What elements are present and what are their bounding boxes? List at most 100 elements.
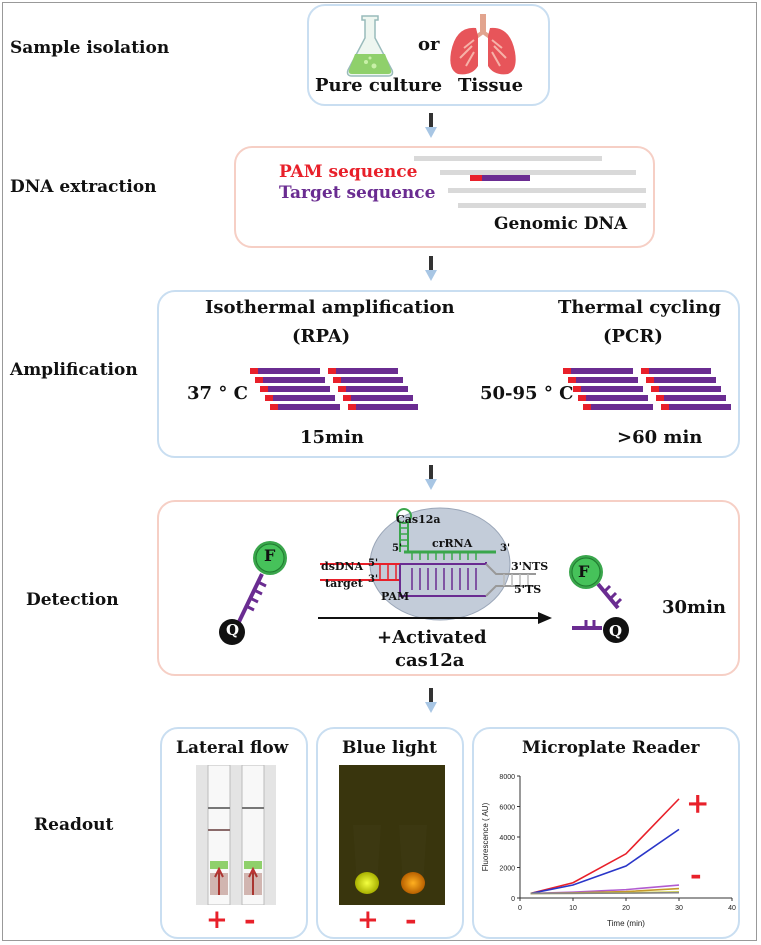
x-tick-label: 10: [569, 905, 577, 912]
dna-extraction-box: [234, 146, 655, 248]
amplicon-pam: [651, 386, 659, 392]
lateral-flow-strips: [196, 765, 276, 905]
y-tick-label: 8000: [499, 774, 515, 781]
dsdna-label: dsDNA: [321, 560, 364, 573]
pam-sequence-label: PAM sequence: [279, 162, 418, 182]
flow-arrow-3: [425, 465, 437, 490]
cas12a-label: cas12a: [395, 650, 465, 671]
rpa-amplicons: [250, 368, 418, 410]
amplicon-pam: [260, 386, 268, 392]
row-label-dna-extraction: DNA extraction: [10, 177, 157, 197]
series-line: [530, 828, 680, 895]
amplicon-pam: [583, 404, 591, 410]
detection-time: 30min: [662, 597, 727, 618]
rpa-temperature: 37 ° C: [187, 383, 248, 404]
amplicon-pam: [255, 377, 263, 383]
amplicon-pam: [265, 395, 273, 401]
row-label-amplification: Amplification: [10, 360, 138, 380]
amplicon-target: [278, 404, 340, 410]
blue-light-positive: +: [357, 905, 379, 935]
target-sequence-label: Target sequence: [279, 183, 436, 203]
amplicon-target: [576, 377, 638, 383]
blue-light-photo: [339, 765, 445, 905]
amplicon-target: [346, 386, 408, 392]
amplicon-target: [336, 368, 398, 374]
y-axis-label: Fluorescence ( AU): [481, 802, 490, 871]
series-line: [530, 891, 680, 895]
lateral-flow-positive: +: [206, 905, 228, 935]
row-label-readout: Readout: [34, 815, 114, 835]
x-axis-label: Time (min): [607, 919, 645, 928]
amplicon-pam: [656, 395, 664, 401]
amplicon-target: [664, 395, 726, 401]
amplicon-target: [591, 404, 653, 410]
amplicon-pam: [563, 368, 571, 374]
cleaved-reporter: [569, 555, 629, 643]
amplicon-pam: [568, 377, 576, 383]
tissue-label: Tissue: [458, 75, 524, 96]
genomic-dna-strands: [414, 156, 646, 208]
dsdna-3prime: 3': [368, 574, 379, 585]
amplicon-target: [341, 377, 403, 383]
amplicon-target: [258, 368, 320, 374]
crrna-3prime: 3': [500, 543, 511, 554]
cleaved-f-label: F: [578, 562, 590, 581]
lateral-flow-box: [160, 727, 308, 939]
amplicon-pam: [333, 377, 341, 383]
blue-light-negative: -: [405, 903, 417, 936]
y-tick-label: 2000: [499, 866, 515, 873]
flask-icon: [346, 15, 394, 77]
activation-arrow: [318, 612, 552, 624]
dsdna-5prime: 5': [368, 558, 379, 569]
amplicon-target: [581, 386, 643, 392]
flow-arrow-2: [425, 256, 437, 281]
amplicon-pam: [250, 368, 258, 374]
pcr-amplicons: [563, 368, 731, 410]
amplicon-pam: [343, 395, 351, 401]
amplicon-target: [659, 386, 721, 392]
amplicon-pam: [661, 404, 669, 410]
thermal-cycling-title: Thermal cycling: [558, 297, 721, 318]
x-tick-label: 40: [728, 905, 736, 912]
y-tick-label: 6000: [499, 805, 515, 812]
row-label-detection: Detection: [26, 590, 119, 610]
amplicon-pam: [328, 368, 336, 374]
amplicon-pam: [573, 386, 581, 392]
series-line: [530, 798, 680, 895]
rpa-label: (RPA): [292, 326, 351, 347]
amplicon-pam: [270, 404, 278, 410]
amplicon-pam: [578, 395, 586, 401]
pcr-label: (PCR): [603, 326, 663, 347]
amplicon-target: [571, 368, 633, 374]
pam-label: PAM: [381, 590, 410, 603]
x-tick-label: 20: [622, 905, 630, 912]
chart-negative-annotation: -: [690, 858, 702, 891]
amplicon-target: [356, 404, 418, 410]
amplicon-target: [273, 395, 335, 401]
y-tick-label: 4000: [499, 835, 515, 842]
crrna-5prime: 5': [392, 543, 403, 554]
activated-label: +Activated: [377, 627, 487, 648]
crrna-label: crRNA: [432, 537, 473, 550]
cas12a-protein-label: Cas12a: [396, 513, 441, 526]
pcr-time: >60 min: [617, 427, 703, 448]
amplicon-target: [586, 395, 648, 401]
microplate-title: Microplate Reader: [522, 738, 700, 758]
amplicon-target: [351, 395, 413, 401]
amplicon-target: [263, 377, 325, 383]
target-label: target: [325, 577, 363, 590]
lungs-icon: [450, 14, 516, 75]
fluorophore-f-label: F: [264, 546, 276, 565]
y-tick-label: 0: [511, 896, 515, 903]
genomic-dna-label: Genomic DNA: [494, 214, 628, 234]
pcr-temperature: 50-95 ° C: [480, 383, 574, 404]
quencher-q-label: Q: [226, 621, 240, 639]
rpa-time: 15min: [300, 427, 365, 448]
amplicon-target: [268, 386, 330, 392]
amplicon-pam: [338, 386, 346, 392]
flow-arrow-1: [425, 113, 437, 138]
or-label: or: [418, 34, 440, 55]
microplate-box: [472, 727, 740, 939]
x-tick-label: 30: [675, 905, 683, 912]
